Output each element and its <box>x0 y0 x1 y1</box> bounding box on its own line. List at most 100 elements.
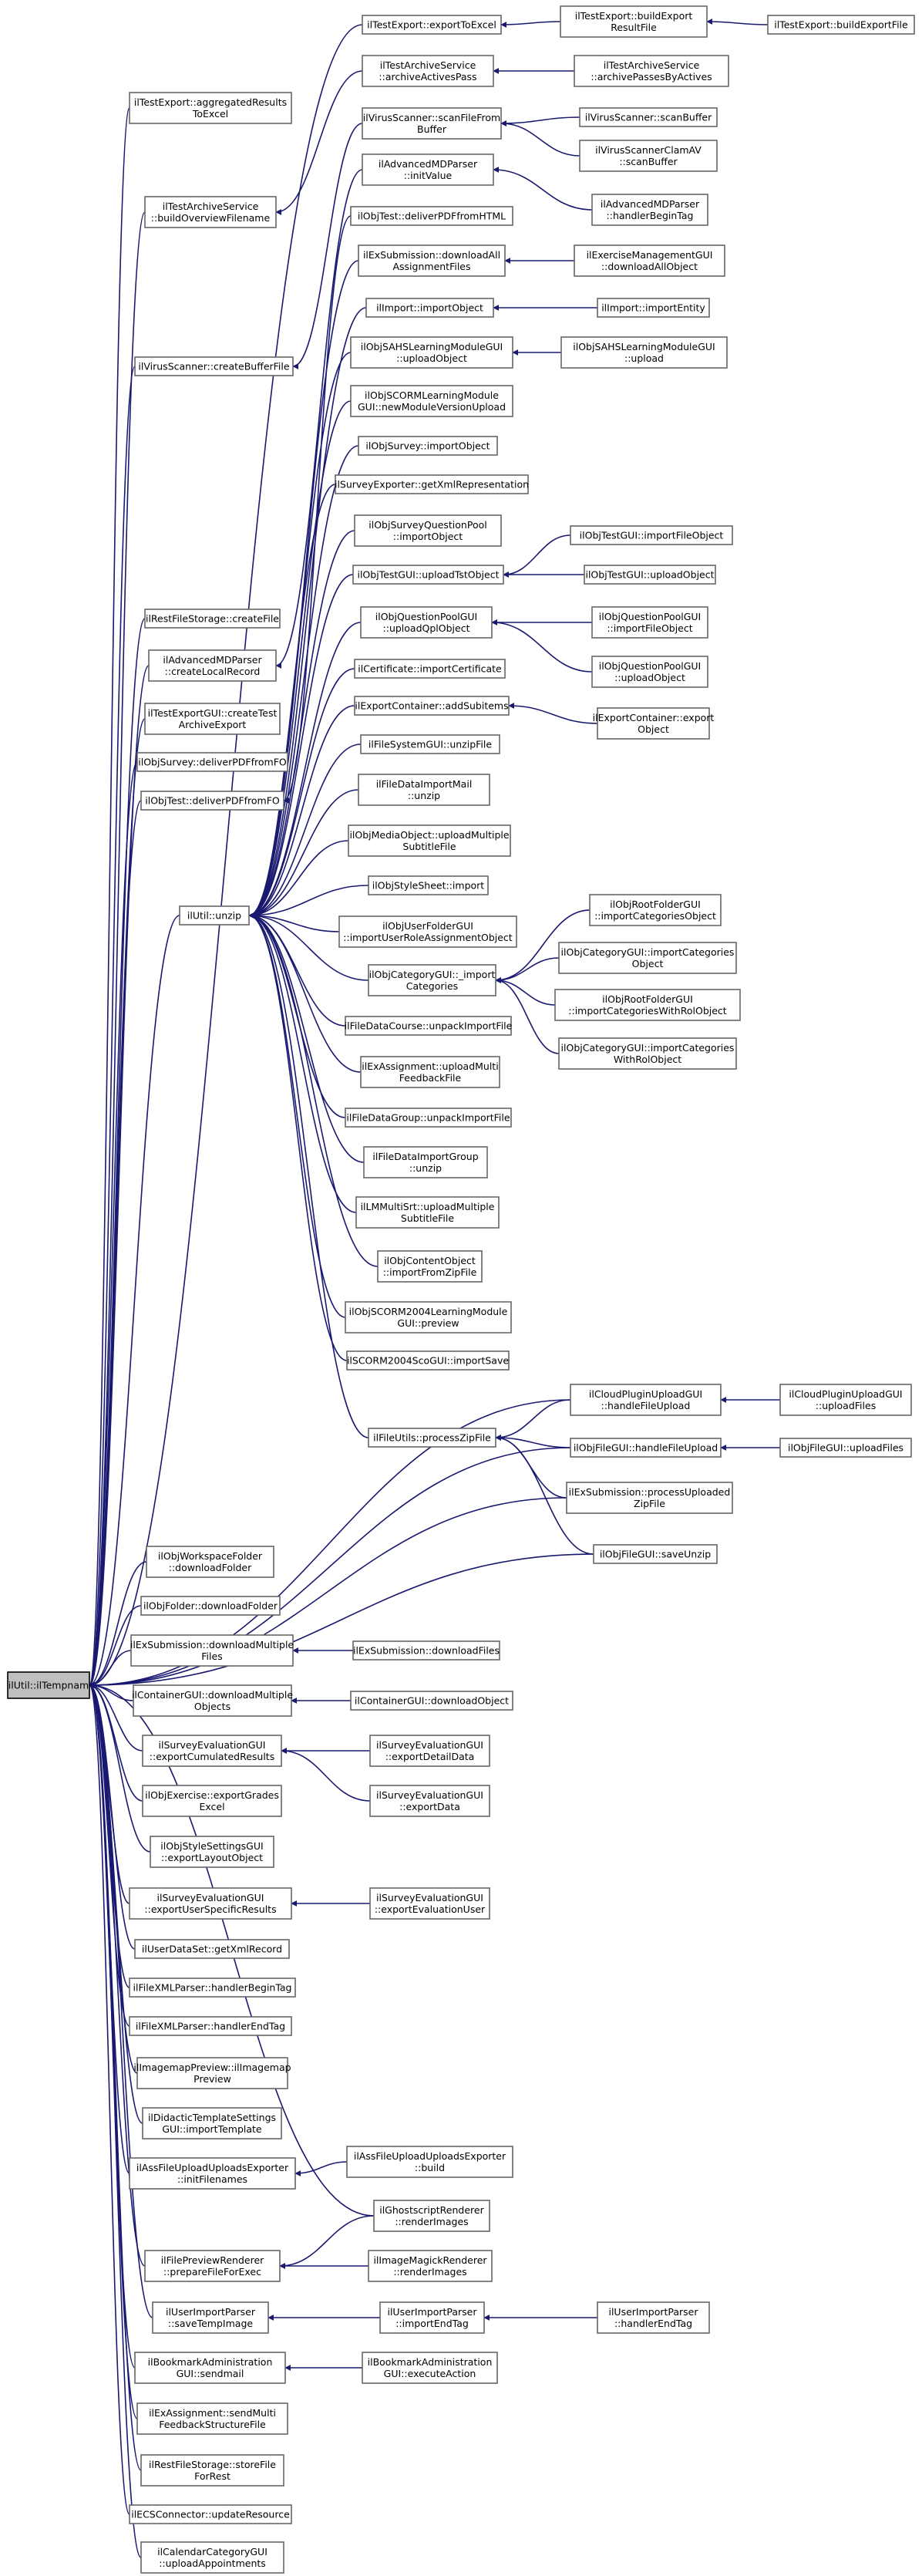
node-il-user-import-parser-import-end-tag[interactable]: ilUserImportParser::importEndTag <box>379 2301 485 2334</box>
node-il-test-export-export-to-excel[interactable]: ilTestExport::exportToExcel <box>362 15 502 35</box>
node-il-obj-root-folder-gui-import-categories-with-rol-object[interactable]: ilObjRootFolderGUI::importCategoriesWith… <box>554 989 741 1021</box>
node-il-obj-test-deliver-pdffrom-fo[interactable]: ilObjTest::deliverPDFfromFO <box>140 791 284 811</box>
node-il-obj-category-gui-import-categories-with-rol-object[interactable]: ilObjCategoryGUI::importCategoriesWithRo… <box>558 1037 737 1070</box>
node-il-file-data-import-group-unzip[interactable]: ilFileDataImportGroup::unzip <box>363 1146 488 1178</box>
node-il-survey-exporter-get-xml-representation[interactable]: ilSurveyExporter::getXmlRepresentation <box>335 474 529 494</box>
node-il-obj-file-gui-upload-files[interactable]: ilObjFileGUI::uploadFiles <box>779 1438 912 1458</box>
node-il-obj-question-pool-gui-upload-object[interactable]: ilObjQuestionPoolGUI::uploadObject <box>591 656 708 688</box>
node-il-obj-test-gui-import-file-object[interactable]: ilObjTestGUI::importFileObject <box>570 525 733 545</box>
node-label: Buffer <box>417 123 447 135</box>
node-il-import-import-entity[interactable]: ilImport::importEntity <box>597 298 710 318</box>
node-il-survey-evaluation-gui-export-evaluation-user[interactable]: ilSurveyEvaluationGUI::exportEvaluationU… <box>369 1887 490 1920</box>
node-il-survey-evaluation-gui-export-detail-data[interactable]: ilSurveyEvaluationGUI::exportDetailData <box>369 1735 490 1767</box>
node-il-ex-submission-download-all-assignment-files[interactable]: ilExSubmission::downloadAllAssignmentFil… <box>358 244 506 277</box>
node-il-obj-category-gui-import-categories[interactable]: ilObjCategoryGUI::_importCategories <box>368 964 496 996</box>
node-il-file-xmlparser-handler-begin-tag[interactable]: ilFileXMLParser::handlerBeginTag <box>129 1978 296 1998</box>
node-il-file-data-group-unpack-import-file[interactable]: ilFileDataGroup::unpackImportFile <box>345 1108 512 1128</box>
node-il-obj-sahslearning-module-gui-upload[interactable]: ilObjSAHSLearningModuleGUI::upload <box>560 336 728 369</box>
node-il-file-data-course-unpack-import-file[interactable]: ilFileDataCourse::unpackImportFile <box>345 1016 513 1036</box>
node-il-scorm2004sco-gui-import-save[interactable]: ilSCORM2004ScoGUI::importSave <box>346 1350 510 1371</box>
node-il-survey-evaluation-gui-export-user-specific-results[interactable]: ilSurveyEvaluationGUI::exportUserSpecifi… <box>129 1887 292 1920</box>
node-il-ecsconnector-update-resource[interactable]: ilECSConnector::updateResource <box>129 2504 292 2524</box>
node-il-obj-survey-question-pool-import-object[interactable]: ilObjSurveyQuestionPool::importObject <box>354 514 502 547</box>
node-il-container-gui-download-object[interactable]: ilContainerGUI::downloadObject <box>350 1691 513 1711</box>
node-il-virus-scanner-clam-av-scan-buffer[interactable]: ilVirusScannerClamAV::scanBuffer <box>579 140 718 172</box>
node-box <box>566 1482 733 1514</box>
node-il-import-import-object[interactable]: ilImport::importObject <box>365 298 494 318</box>
node-il-obj-question-pool-gui-upload-qpl-object[interactable]: ilObjQuestionPoolGUI::uploadQplObject <box>360 606 493 639</box>
node-il-ass-file-upload-uploads-exporter-init-filenames[interactable]: ilAssFileUploadUploadsExporter::initFile… <box>129 2157 296 2190</box>
node-il-image-magick-renderer-render-images[interactable]: ilImageMagickRenderer::renderImages <box>368 2250 493 2282</box>
node-il-advanced-mdparser-handler-begin-tag[interactable]: ilAdvancedMDParser::handlerBeginTag <box>591 194 708 226</box>
node-il-ghostscript-renderer-render-images[interactable]: ilGhostscriptRenderer::renderImages <box>373 2200 490 2232</box>
node-il-calendar-category-gui-upload-appointments[interactable]: ilCalendarCategoryGUI::uploadAppointment… <box>140 2541 284 2574</box>
node-il-file-data-import-mail-unzip[interactable]: ilFileDataImportMail::unzip <box>358 774 490 806</box>
node-il-file-system-gui-unzip-file[interactable]: ilFileSystemGUI::unzipFile <box>360 734 500 754</box>
node-il-obj-test-deliver-pdffrom-html[interactable]: ilObjTest::deliverPDFfromHTML <box>350 206 513 226</box>
node-il-ass-file-upload-uploads-exporter-build[interactable]: ilAssFileUploadUploadsExporter::build <box>346 2146 513 2178</box>
node-il-didactic-template-settings-gui-import-template[interactable]: ilDidacticTemplateSettingsGUI::importTem… <box>142 2107 282 2139</box>
node-il-obj-survey-import-object[interactable]: ilObjSurvey::importObject <box>358 436 498 456</box>
node-il-certificate-import-certificate[interactable]: ilCertificate::importCertificate <box>354 659 506 679</box>
node-il-imagemap-preview-il-imagemap-preview[interactable]: ilImagemapPreview::ilImagemapPreview <box>133 2057 291 2089</box>
node-il-obj-test-gui-upload-object[interactable]: ilObjTestGUI::uploadObject <box>584 565 716 585</box>
node-il-test-archive-service-build-overview-filename[interactable]: ilTestArchiveService::buildOverviewFilen… <box>144 196 277 228</box>
node-il-obj-survey-deliver-pdffrom-fo[interactable]: ilObjSurvey::deliverPDFfromFO <box>136 752 288 772</box>
node-il-user-import-parser-handler-end-tag[interactable]: ilUserImportParser::handlerEndTag <box>597 2301 710 2334</box>
node-il-cloud-plugin-upload-gui-upload-files[interactable]: ilCloudPluginUploadGUI::uploadFiles <box>779 1384 912 1416</box>
node-il-user-import-parser-save-temp-image[interactable]: ilUserImportParser::saveTempImage <box>152 2301 269 2334</box>
node-il-advanced-mdparser-init-value[interactable]: ilAdvancedMDParser::initValue <box>362 153 494 186</box>
node-il-obj-category-gui-import-categories-object[interactable]: ilObjCategoryGUI::importCategoriesObject <box>558 942 737 974</box>
node-il-obj-root-folder-gui-import-categories-object[interactable]: ilObjRootFolderGUI::importCategoriesObje… <box>589 894 722 926</box>
node-il-obj-folder-download-folder[interactable]: ilObjFolder::downloadFolder <box>140 1596 281 1616</box>
node-il-obj-workspace-folder-download-folder[interactable]: ilObjWorkspaceFolder::downloadFolder <box>146 1546 274 1578</box>
node-il-cloud-plugin-upload-gui-handle-file-upload[interactable]: ilCloudPluginUploadGUI::handleFileUpload <box>570 1384 722 1416</box>
node-il-obj-sahslearning-module-gui-upload-object[interactable]: ilObjSAHSLearningModuleGUI::uploadObject <box>350 336 513 369</box>
node-il-obj-test-gui-upload-tst-object[interactable]: ilObjTestGUI::uploadTstObject <box>352 565 504 585</box>
node-il-obj-content-object-import-from-zip-file[interactable]: ilObjContentObject::importFromZipFile <box>377 1250 483 1283</box>
node-il-util-il-tempnam[interactable]: ilUtil::ilTempnam <box>7 1671 90 1699</box>
node-il-file-utils-process-zip-file[interactable]: ilFileUtils::processZipFile <box>368 1428 496 1448</box>
node-il-obj-style-settings-gui-export-layout-object[interactable]: ilObjStyleSettingsGUI::exportLayoutObjec… <box>150 1836 274 1868</box>
node-il-util-unzip[interactable]: ilUtil::unzip <box>179 905 250 926</box>
node-il-test-archive-service-archive-passes-by-actives[interactable]: ilTestArchiveService::archivePassesByAct… <box>574 55 729 87</box>
node-il-file-xmlparser-handler-end-tag[interactable]: ilFileXMLParser::handlerEndTag <box>129 2016 292 2036</box>
node-il-obj-question-pool-gui-import-file-object[interactable]: ilObjQuestionPoolGUI::importFileObject <box>591 606 708 639</box>
node-il-virus-scanner-create-buffer-file[interactable]: ilVirusScanner::createBufferFile <box>134 356 294 376</box>
node-il-rest-file-storage-create-file[interactable]: ilRestFileStorage::createFile <box>144 609 281 629</box>
node-il-test-archive-service-archive-actives-pass[interactable]: ilTestArchiveService::archiveActivesPass <box>362 55 494 87</box>
node-il-obj-user-folder-gui-import-user-role-assignment-object[interactable]: ilObjUserFolderGUI::importUserRoleAssign… <box>338 915 517 948</box>
node-il-export-container-add-subitems[interactable]: ilExportContainer::addSubitems <box>354 696 510 716</box>
node-box <box>335 474 529 494</box>
node-il-ex-assignment-send-multi-feedback-structure-file[interactable]: ilExAssignment::sendMultiFeedbackStructu… <box>136 2402 288 2435</box>
node-il-obj-scormlearning-module-gui-new-module-version-upload[interactable]: ilObjSCORMLearningModuleGUI::newModuleVe… <box>350 385 513 417</box>
node-il-advanced-mdparser-create-local-record[interactable]: ilAdvancedMDParser::createLocalRecord <box>148 649 277 682</box>
node-il-obj-file-gui-handle-file-upload[interactable]: ilObjFileGUI::handleFileUpload <box>570 1438 722 1458</box>
node-il-bookmark-administration-gui-execute-action[interactable]: ilBookmarkAdministrationGUI::executeActi… <box>362 2352 498 2384</box>
node-il-file-preview-renderer-prepare-file-for-exec[interactable]: ilFilePreviewRenderer::prepareFileForExe… <box>144 2250 281 2282</box>
node-il-ex-submission-download-files[interactable]: ilExSubmission::downloadFiles <box>352 1640 500 1661</box>
node-il-obj-file-gui-save-unzip[interactable]: ilObjFileGUI::saveUnzip <box>593 1544 718 1564</box>
node-il-obj-media-object-upload-multiple-subtitle-file[interactable]: ilObjMediaObject::uploadMultipleSubtitle… <box>348 824 511 857</box>
node-il-obj-style-sheet-import[interactable]: ilObjStyleSheet::import <box>368 875 489 895</box>
node-il-survey-evaluation-gui-export-data[interactable]: ilSurveyEvaluationGUI::exportData <box>369 1785 490 1817</box>
node-il-user-data-set-get-xml-record[interactable]: ilUserDataSet::getXmlRecord <box>134 1939 290 1959</box>
node-il-virus-scanner-scan-buffer[interactable]: ilVirusScanner::scanBuffer <box>579 107 718 127</box>
node-il-exercise-management-gui-download-all-object[interactable]: ilExerciseManagementGUI::downloadAllObje… <box>574 244 725 277</box>
node-il-test-export-build-export-file[interactable]: ilTestExport::buildExportFile <box>767 15 915 35</box>
node-il-survey-evaluation-gui-export-cumulated-results[interactable]: ilSurveyEvaluationGUI::exportCumulatedRe… <box>142 1735 282 1767</box>
